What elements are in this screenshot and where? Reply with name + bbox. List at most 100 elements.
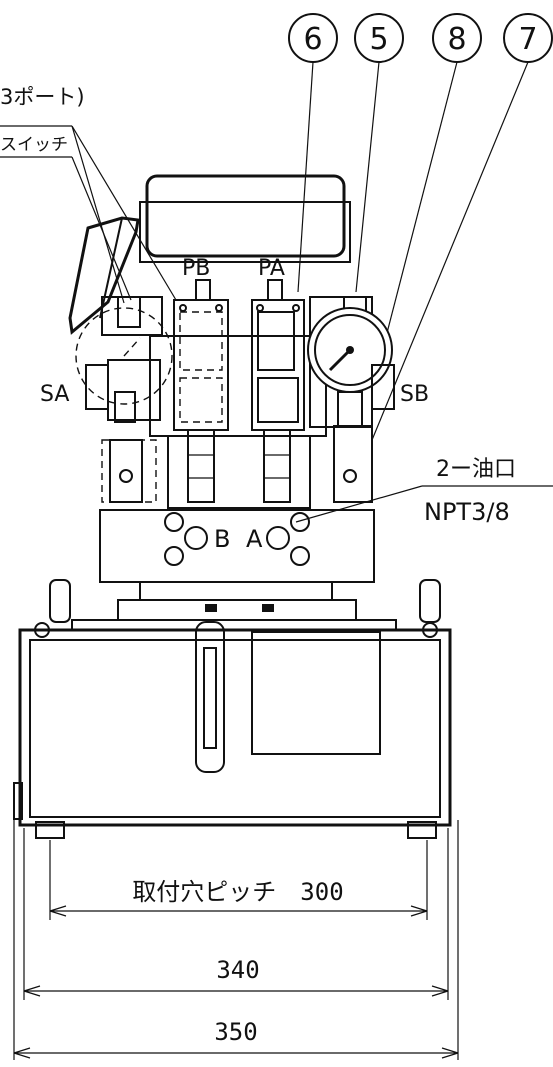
balloon-8-text: 8 bbox=[447, 22, 466, 57]
sb-label: SB bbox=[400, 382, 429, 407]
left-gauge-needle bbox=[123, 337, 141, 357]
pb-stem bbox=[195, 279, 211, 301]
tank-outer bbox=[18, 628, 452, 827]
pressure-gauge-dial bbox=[314, 314, 386, 386]
pump-slot-1 bbox=[205, 604, 217, 612]
port-a-circle bbox=[266, 526, 290, 550]
dim-text-340: 340 bbox=[216, 956, 259, 984]
pa-body bbox=[251, 299, 305, 431]
right-valve-group: SB bbox=[307, 296, 429, 503]
tank-foot-right bbox=[407, 821, 437, 839]
leader-note-3 bbox=[71, 156, 132, 301]
dim-text-350: 350 bbox=[214, 1018, 257, 1046]
base-plate-body bbox=[99, 509, 375, 583]
pa-screw-2 bbox=[292, 304, 300, 312]
balloon-7-text: 7 bbox=[518, 22, 537, 57]
pb-lower-hidden bbox=[179, 377, 223, 423]
pa-label: PA bbox=[258, 256, 285, 281]
leader-note-1 bbox=[71, 125, 125, 304]
pb-window-hidden bbox=[179, 311, 223, 371]
oil-port-label: 2ー油口 bbox=[436, 457, 516, 482]
pb-screw-1 bbox=[179, 304, 187, 312]
tank-bolt-left bbox=[34, 622, 50, 638]
npt-label: NPT3/8 bbox=[424, 498, 510, 526]
oil-level-gauge bbox=[195, 621, 225, 773]
manifold-upper bbox=[149, 335, 327, 437]
tank-side-tab bbox=[13, 782, 23, 820]
dim-arrow-340-left bbox=[23, 985, 41, 997]
sb-solenoid-cap bbox=[371, 364, 395, 410]
sa-solenoid-cap bbox=[85, 364, 109, 410]
oil-port-note: 2ー油口 NPT3/8 bbox=[295, 457, 553, 526]
right-valve-body bbox=[333, 425, 373, 503]
oil-port-leader bbox=[295, 485, 423, 523]
pressure-gauge-needle bbox=[328, 348, 352, 372]
base-bolt-2 bbox=[164, 546, 184, 566]
pressure-gauge-hub bbox=[346, 346, 354, 354]
pa-screw-1 bbox=[256, 304, 264, 312]
leader-5 bbox=[355, 61, 380, 293]
dim-arrow-350-left bbox=[13, 1047, 31, 1059]
base-bolt-4 bbox=[290, 546, 310, 566]
sa-label: SA bbox=[40, 382, 69, 407]
mount-stud-left bbox=[49, 579, 71, 623]
left-gauge-hidden bbox=[75, 307, 173, 405]
dim-arrow-350-right bbox=[441, 1047, 459, 1059]
pb-screw-2 bbox=[215, 304, 223, 312]
base-bolt-1 bbox=[164, 512, 184, 532]
pressure-switches: PB PA bbox=[173, 256, 305, 503]
leader-7 bbox=[371, 61, 529, 441]
pa-stem bbox=[267, 279, 283, 301]
pa-fitting bbox=[263, 429, 291, 503]
tank-foot-left bbox=[35, 821, 65, 839]
pa-lower bbox=[257, 377, 299, 423]
port-note: 3ポート) bbox=[0, 85, 85, 109]
left-valve-plug bbox=[117, 296, 141, 328]
left-valve-bolt bbox=[119, 469, 133, 483]
motor-assembly bbox=[68, 174, 351, 335]
leader-note-2 bbox=[71, 125, 177, 301]
oil-level-window bbox=[203, 647, 217, 749]
pa-window bbox=[257, 311, 295, 371]
pump-lower-flange bbox=[117, 599, 357, 621]
dim-arrow-300-left bbox=[49, 905, 67, 917]
motor-body bbox=[139, 201, 351, 263]
left-valve-top bbox=[101, 296, 163, 336]
pump-mount bbox=[49, 579, 441, 631]
tank-bolt-right bbox=[422, 622, 438, 638]
port-b-label: B bbox=[214, 525, 230, 553]
dimensions: 取付穴ピッチ 300 340 350 bbox=[13, 820, 459, 1060]
manifold bbox=[149, 335, 327, 509]
balloon-5-text: 5 bbox=[369, 22, 388, 57]
base-bolt-3 bbox=[290, 512, 310, 532]
pb-label: PB bbox=[182, 256, 210, 281]
dim-arrow-300-right bbox=[410, 905, 428, 917]
right-valve-bolt bbox=[343, 469, 357, 483]
leader-8 bbox=[379, 61, 458, 361]
motor-cover bbox=[145, 174, 346, 258]
top-left-notes: 3ポート) スイッチ bbox=[0, 85, 177, 304]
dim-arrow-340-right bbox=[431, 985, 449, 997]
port-b-circle bbox=[184, 526, 208, 550]
switch-cover-edge bbox=[99, 217, 123, 319]
dim-text-mount-pitch: 取付穴ピッチ 300 bbox=[132, 878, 343, 906]
left-valve-body bbox=[109, 439, 143, 503]
pb-fitting bbox=[187, 429, 215, 503]
pump-slot-2 bbox=[262, 604, 274, 612]
manifold-lower bbox=[167, 435, 311, 509]
base-plate: B A bbox=[99, 509, 375, 583]
mount-stud-right bbox=[419, 579, 441, 623]
sa-solenoid-stem bbox=[114, 391, 136, 423]
balloon-6-text: 6 bbox=[303, 22, 322, 57]
switch-note: スイッチ bbox=[0, 135, 68, 155]
left-valve-group: SA bbox=[40, 296, 173, 503]
tank-inner bbox=[29, 639, 441, 818]
oil-tank bbox=[13, 621, 452, 839]
pump-flange bbox=[139, 581, 333, 601]
tank-nameplate bbox=[251, 631, 381, 755]
right-solenoid-stem bbox=[337, 391, 363, 427]
switch-cover bbox=[68, 216, 140, 335]
pb-body bbox=[173, 299, 229, 431]
port-a-label: A bbox=[246, 525, 263, 553]
